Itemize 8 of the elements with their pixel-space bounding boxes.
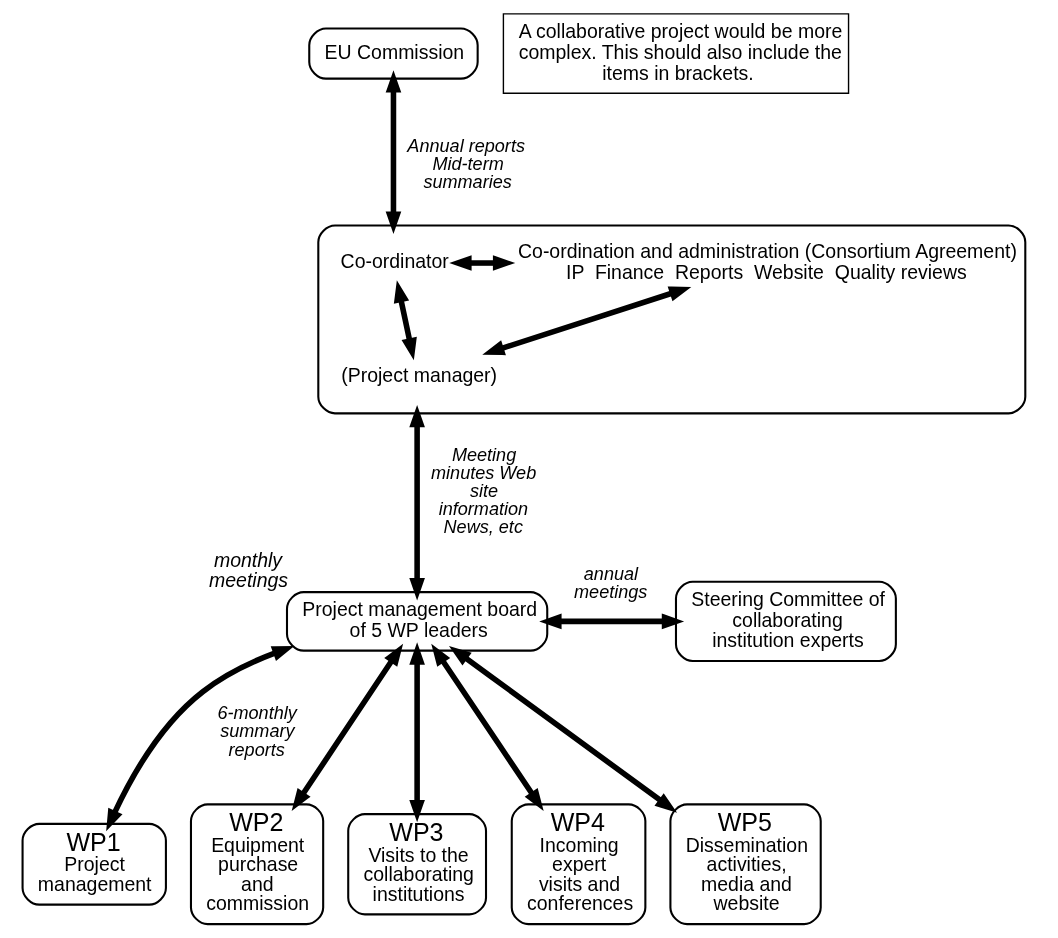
node-text: Co-ordinator xyxy=(340,250,449,273)
edge-label: 6-monthly summary reports xyxy=(216,703,297,760)
node-text: (Project manager) xyxy=(340,364,497,387)
edge-label: Meeting minutes Web site information News, etc xyxy=(430,444,536,537)
edge-label: Annual reports Mid-term summaries xyxy=(406,135,525,192)
edge-label: annual meetings xyxy=(573,564,647,603)
node-label: monthly meetings xyxy=(208,549,288,591)
node-text: Co-ordination and administration (Consortium Agreement) IP Finance Reports Website Quality reviews xyxy=(517,239,1017,283)
